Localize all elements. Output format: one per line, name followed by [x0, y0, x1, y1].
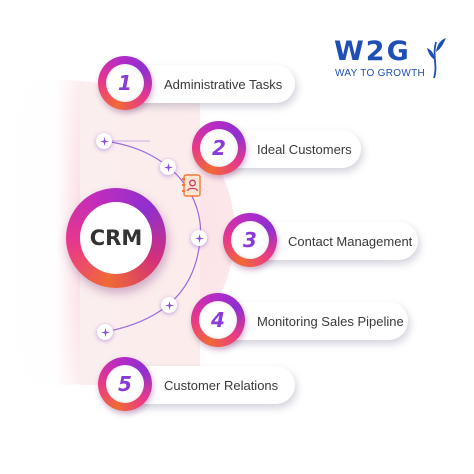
sparkle-icon [161, 297, 177, 313]
step-3-label: Contact Management [288, 233, 413, 249]
step-3-number: 3 [231, 221, 269, 259]
logo-tagline: WAY TO GROWTH [335, 68, 426, 79]
step-1-badge: 1 [98, 56, 152, 110]
step-5-number: 5 [106, 365, 144, 403]
step-4-pill: Monitoring Sales Pipeline [218, 302, 408, 340]
contact-book-icon [182, 174, 201, 197]
step-3-pill: Contact Management [250, 222, 418, 260]
step-2-label: Ideal Customers [257, 141, 352, 157]
step-2-badge: 2 [192, 121, 246, 175]
step-4-label: Monitoring Sales Pipeline [257, 313, 404, 329]
step-5-label: Customer Relations [164, 377, 279, 393]
sprout-icon [427, 38, 446, 79]
sparkle-icon [97, 324, 113, 340]
step-2-number: 2 [200, 129, 238, 167]
sparkle-icon [160, 159, 176, 175]
w2g-logo: W2G WAY TO GROWTH [334, 36, 454, 88]
logo-mark: W2G [334, 36, 411, 67]
step-5-badge: 5 [98, 357, 152, 411]
step-4-badge: 4 [191, 293, 245, 347]
step-5-pill: Customer Relations [125, 366, 295, 404]
step-4-number: 4 [199, 301, 237, 339]
crm-hub: CRM [66, 188, 166, 288]
step-1-label: Administrative Tasks [164, 76, 283, 92]
sparkle-icon [96, 133, 112, 149]
step-3-badge: 3 [223, 213, 277, 267]
crm-label: CRM [80, 202, 152, 274]
step-1-number: 1 [106, 64, 144, 102]
step-1-pill: Administrative Tasks [125, 65, 295, 103]
sparkle-icon [191, 230, 207, 246]
